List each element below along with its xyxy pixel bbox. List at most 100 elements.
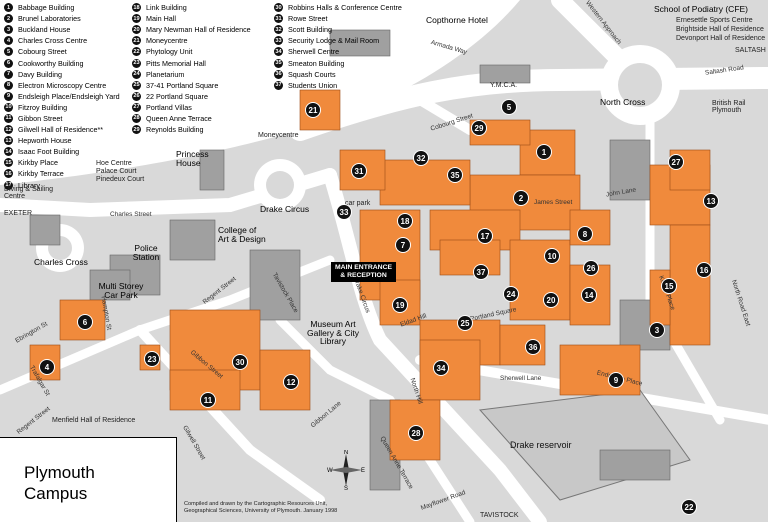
legend-label: Charles Cross Centre [18, 36, 88, 46]
marker-28[interactable]: 28 [408, 425, 424, 441]
podiatry-label: School of Podiatry (CFE) [654, 4, 749, 14]
marker-11[interactable]: 11 [200, 392, 216, 408]
legend-number: 6 [4, 58, 13, 68]
legend-number: 12 [4, 125, 13, 135]
marker-34[interactable]: 34 [433, 360, 449, 376]
legend-number: 30 [274, 3, 283, 13]
legend-label: Phytology Unit [146, 47, 193, 57]
multistorey-shape [89, 269, 131, 301]
legend-number: 8 [4, 80, 13, 90]
legend-number: 35 [274, 58, 283, 68]
legend-number: 33 [274, 36, 283, 46]
princess-house-label: Princess House [176, 149, 209, 168]
marker-36[interactable]: 36 [525, 339, 541, 355]
ymca-shape [479, 64, 531, 84]
marker-13[interactable]: 13 [703, 193, 719, 209]
legend-label: Brunel Laboratories [18, 14, 81, 24]
legend-number: 2 [4, 14, 13, 24]
marker-31[interactable]: 31 [351, 163, 367, 179]
marker-30[interactable]: 30 [232, 354, 248, 370]
marker-26[interactable]: 26 [583, 260, 599, 276]
marker-35[interactable]: 35 [447, 167, 463, 183]
pinedeux-label: Pinedeux Court [96, 176, 145, 183]
marker-14[interactable]: 14 [581, 287, 597, 303]
marker-15[interactable]: 15 [661, 278, 677, 294]
marker-6[interactable]: 6 [77, 314, 93, 330]
legend: 1 Babbage Building 2 Brunel Laboratories 3… [0, 0, 768, 190]
marker-24[interactable]: 24 [503, 286, 519, 302]
marker-29[interactable]: 29 [471, 120, 487, 136]
marker-10[interactable]: 10 [544, 248, 560, 264]
legend-label: Planetarium [146, 69, 185, 79]
legend-number: 36 [274, 69, 283, 79]
marker-23[interactable]: 23 [144, 351, 160, 367]
marker-16[interactable]: 16 [696, 262, 712, 278]
legend-label: Link Building [146, 3, 187, 13]
legend-number: 14 [4, 147, 13, 157]
marker-19[interactable]: 19 [392, 297, 408, 313]
legend-label: Isaac Foot Building [18, 147, 80, 157]
marker-32[interactable]: 32 [413, 150, 429, 166]
marker-2[interactable]: 2 [513, 190, 529, 206]
legend-number: 21 [132, 36, 141, 46]
marker-37[interactable]: 37 [473, 264, 489, 280]
legend-label: Smeaton Building [288, 58, 345, 68]
legend-label: Hepworth House [18, 136, 72, 146]
marker-3[interactable]: 3 [649, 322, 665, 338]
legend-label: 37-41 Portland Square [146, 80, 219, 90]
marker-22[interactable]: 22 [681, 499, 697, 515]
marker-21[interactable]: 21 [305, 102, 321, 118]
sherwell-shape [419, 339, 481, 401]
credit-line2: Geographical Sciences, University of Ply… [184, 507, 338, 514]
legend-item: 18 Link Building [132, 2, 251, 13]
legend-label: Davy Building [18, 69, 62, 79]
museum-shape [249, 249, 301, 321]
legend-label: Reynolds Building [146, 125, 204, 135]
marker-4[interactable]: 4 [39, 359, 55, 375]
ymca-label: Y.M.C.A. [490, 82, 518, 89]
legend-number: 18 [132, 3, 141, 13]
marker-5[interactable]: 5 [501, 99, 517, 115]
legend-label: Sherwell Centre [288, 47, 340, 57]
legend-number: 1 [4, 3, 13, 13]
marker-27[interactable]: 27 [668, 154, 684, 170]
legend-number: 9 [4, 91, 13, 101]
marker-18[interactable]: 18 [397, 213, 413, 229]
marker-33[interactable]: 33 [336, 204, 352, 220]
legend-label: Queen Anne Terrace [146, 113, 212, 123]
ernesettle-label: Ernesettle Sports Centre [676, 17, 753, 24]
marker-1[interactable]: 1 [536, 144, 552, 160]
legend-item: 1 Babbage Building [4, 2, 120, 13]
marker-25[interactable]: 25 [457, 315, 473, 331]
legend-number: 20 [132, 25, 141, 35]
reservoir-label: Drake reservoir [510, 440, 572, 450]
marker-8[interactable]: 8 [577, 226, 593, 242]
marker-20[interactable]: 20 [543, 292, 559, 308]
legend-label: Moneycentre [146, 36, 188, 46]
marker-12[interactable]: 12 [283, 374, 299, 390]
marker-17[interactable]: 17 [477, 228, 493, 244]
fitzroy-mary-newman-shape [509, 239, 571, 321]
compass-rose: N S E W [327, 450, 365, 490]
students-union-shape [439, 239, 501, 276]
portland-villas-grey-shape [609, 139, 651, 201]
college-art-shape [169, 219, 216, 261]
palace-court-label: Palace Court [96, 168, 137, 175]
marker-7[interactable]: 7 [395, 237, 411, 253]
police-station-label: Police Station [132, 243, 160, 262]
legend-label: Babbage Building [18, 3, 75, 13]
marker-9[interactable]: 9 [608, 372, 624, 388]
main-entrance-line1: MAIN ENTRANCE [335, 264, 393, 271]
legend-label: Endsleigh Place/Endsleigh Yard [18, 91, 120, 101]
legend-number: 23 [132, 58, 141, 68]
